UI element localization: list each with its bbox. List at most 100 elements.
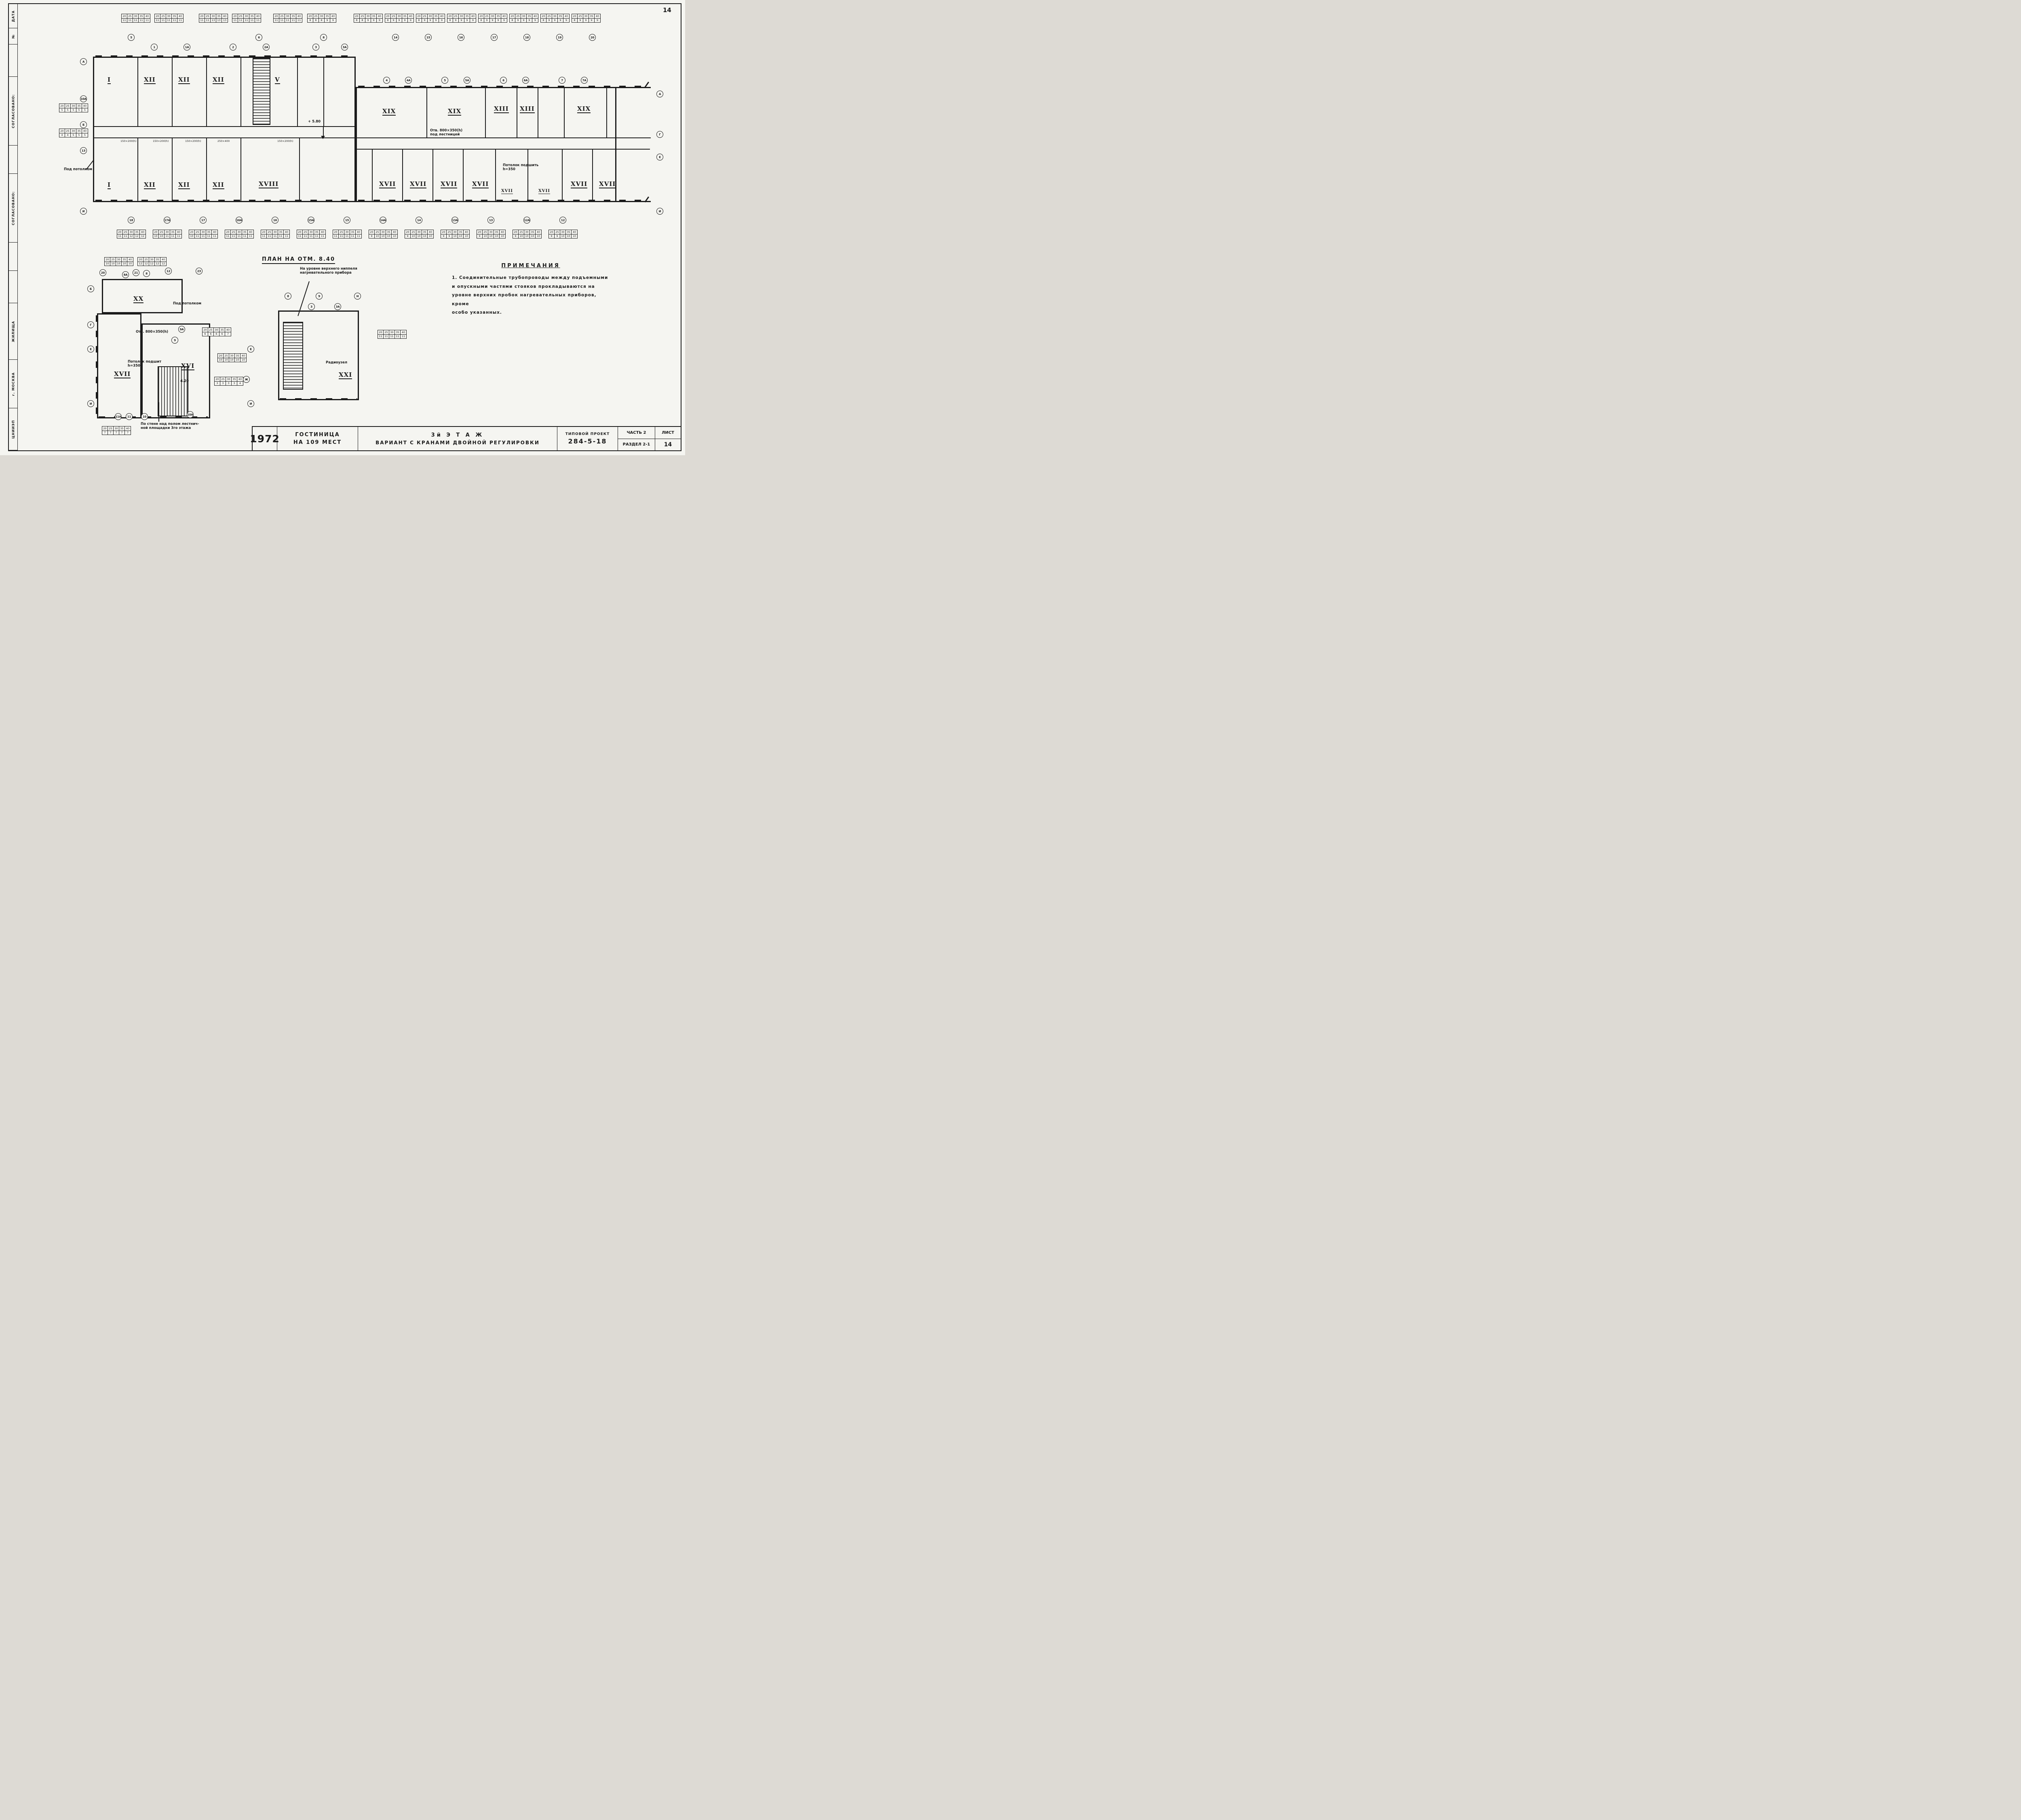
riser-cell: 11 xyxy=(395,334,401,338)
notes-lines: 1. Соединительные трубопроводы между под… xyxy=(452,274,610,317)
axis-bubble: Г xyxy=(656,131,663,138)
axis-bubble: 15 xyxy=(344,217,350,224)
plan-annotation: + 5.80 xyxy=(308,120,321,124)
riser-cell: 9 xyxy=(365,18,371,22)
stamp-cell-label: СОГЛАСОВАНО: xyxy=(11,94,15,128)
room-wall xyxy=(463,150,464,201)
riser-cell: 9 xyxy=(447,234,452,238)
room-number-text: XVII xyxy=(599,180,616,188)
riser-cell: 30 xyxy=(285,14,291,18)
riser-cell: 13 xyxy=(216,18,222,22)
riser-cell: 11 xyxy=(384,334,389,338)
riser-cell: 35 xyxy=(566,230,572,234)
axis-bubble: А xyxy=(656,91,663,97)
riser-cell: 40 xyxy=(83,129,87,133)
axis-bubble: 23 xyxy=(196,268,203,274)
riser-cell: 30 xyxy=(319,14,325,18)
riser-cell: 3 xyxy=(220,381,226,385)
axis-bubble-label: А xyxy=(82,60,85,63)
axis-bubble: 10А xyxy=(80,95,87,102)
room-number-text: XVII xyxy=(538,189,550,193)
riser-cell: 10 xyxy=(488,234,494,238)
riser-cell: 11 xyxy=(291,18,296,22)
axis-bubble-label: 12 xyxy=(166,269,171,273)
riser-cell: 11 xyxy=(213,234,217,238)
riser-cell: 10 xyxy=(386,234,392,238)
riser-cell: 6 xyxy=(208,332,214,336)
riser-cell: 40 xyxy=(536,230,540,234)
stamp-cell xyxy=(9,271,17,303)
riser-cell: 9 xyxy=(558,18,563,22)
riser-cell: 11 xyxy=(242,234,248,238)
riser-cell: 20 xyxy=(274,14,279,18)
window-wall-strip xyxy=(358,86,648,88)
riser-cell: 10 xyxy=(375,234,380,238)
axis-bubble: Е xyxy=(247,346,254,353)
riser-cell: 40 xyxy=(83,104,87,108)
riser-cell: 25 xyxy=(484,14,490,18)
riser-cell: 7 xyxy=(119,431,125,435)
axis-bubble-label: 7А xyxy=(582,78,586,82)
riser-cell: 10 xyxy=(224,358,229,362)
riser-cell: 40 xyxy=(401,330,405,334)
riser-cell: 5 xyxy=(59,108,65,112)
riser-cell: 9 xyxy=(583,18,589,22)
axis-bubble: 14А xyxy=(380,217,386,224)
riser-cell: 11 xyxy=(170,234,176,238)
riser-cell: 9 xyxy=(453,18,459,22)
axis-bubble: 16 xyxy=(272,217,278,224)
riser-cell: 8 xyxy=(510,18,515,22)
axis-bubble-label: 21 xyxy=(134,271,138,274)
riser-cell: 9 xyxy=(402,18,408,22)
riser-cell: 35 xyxy=(589,14,595,18)
title-block-series-cell: ТИПОВОЙ ПРОЕКТ 284-5-18 xyxy=(557,427,618,450)
axis-bubble-label: 9 xyxy=(318,294,320,298)
axis-bubble-label: 3А xyxy=(335,305,340,308)
riser-cell: 7 xyxy=(102,431,108,435)
riser-cell: 35 xyxy=(139,14,144,18)
axis-bubble: 3А xyxy=(341,44,348,51)
axis-bubble: 17 xyxy=(491,34,498,41)
riser-cell: 6 xyxy=(219,332,225,336)
riser-cell: 20 xyxy=(369,230,375,234)
riser-cell: 20 xyxy=(297,230,303,234)
axis-bubble: 1А xyxy=(184,44,190,51)
room-number-label: XIX xyxy=(577,106,591,113)
riser-cell: 35 xyxy=(558,14,563,18)
room-number-text: XXI xyxy=(339,371,352,378)
riser-cell: 25 xyxy=(224,354,229,358)
room-number-text: XIII xyxy=(494,105,509,112)
riser-cell: 6 xyxy=(214,332,219,336)
riser-cell: 12 xyxy=(134,234,140,238)
axis-bubble-label: 6 xyxy=(258,36,260,39)
riser-cell: 9 xyxy=(513,234,519,238)
riser-cell: 25 xyxy=(453,14,459,18)
room-number-text: XVIII xyxy=(259,180,279,188)
axis-bubble-label: Е xyxy=(659,155,661,159)
room-wall xyxy=(297,58,298,126)
riser-cell: 10 xyxy=(116,262,122,266)
axis-bubble-label: 6А xyxy=(523,78,528,82)
